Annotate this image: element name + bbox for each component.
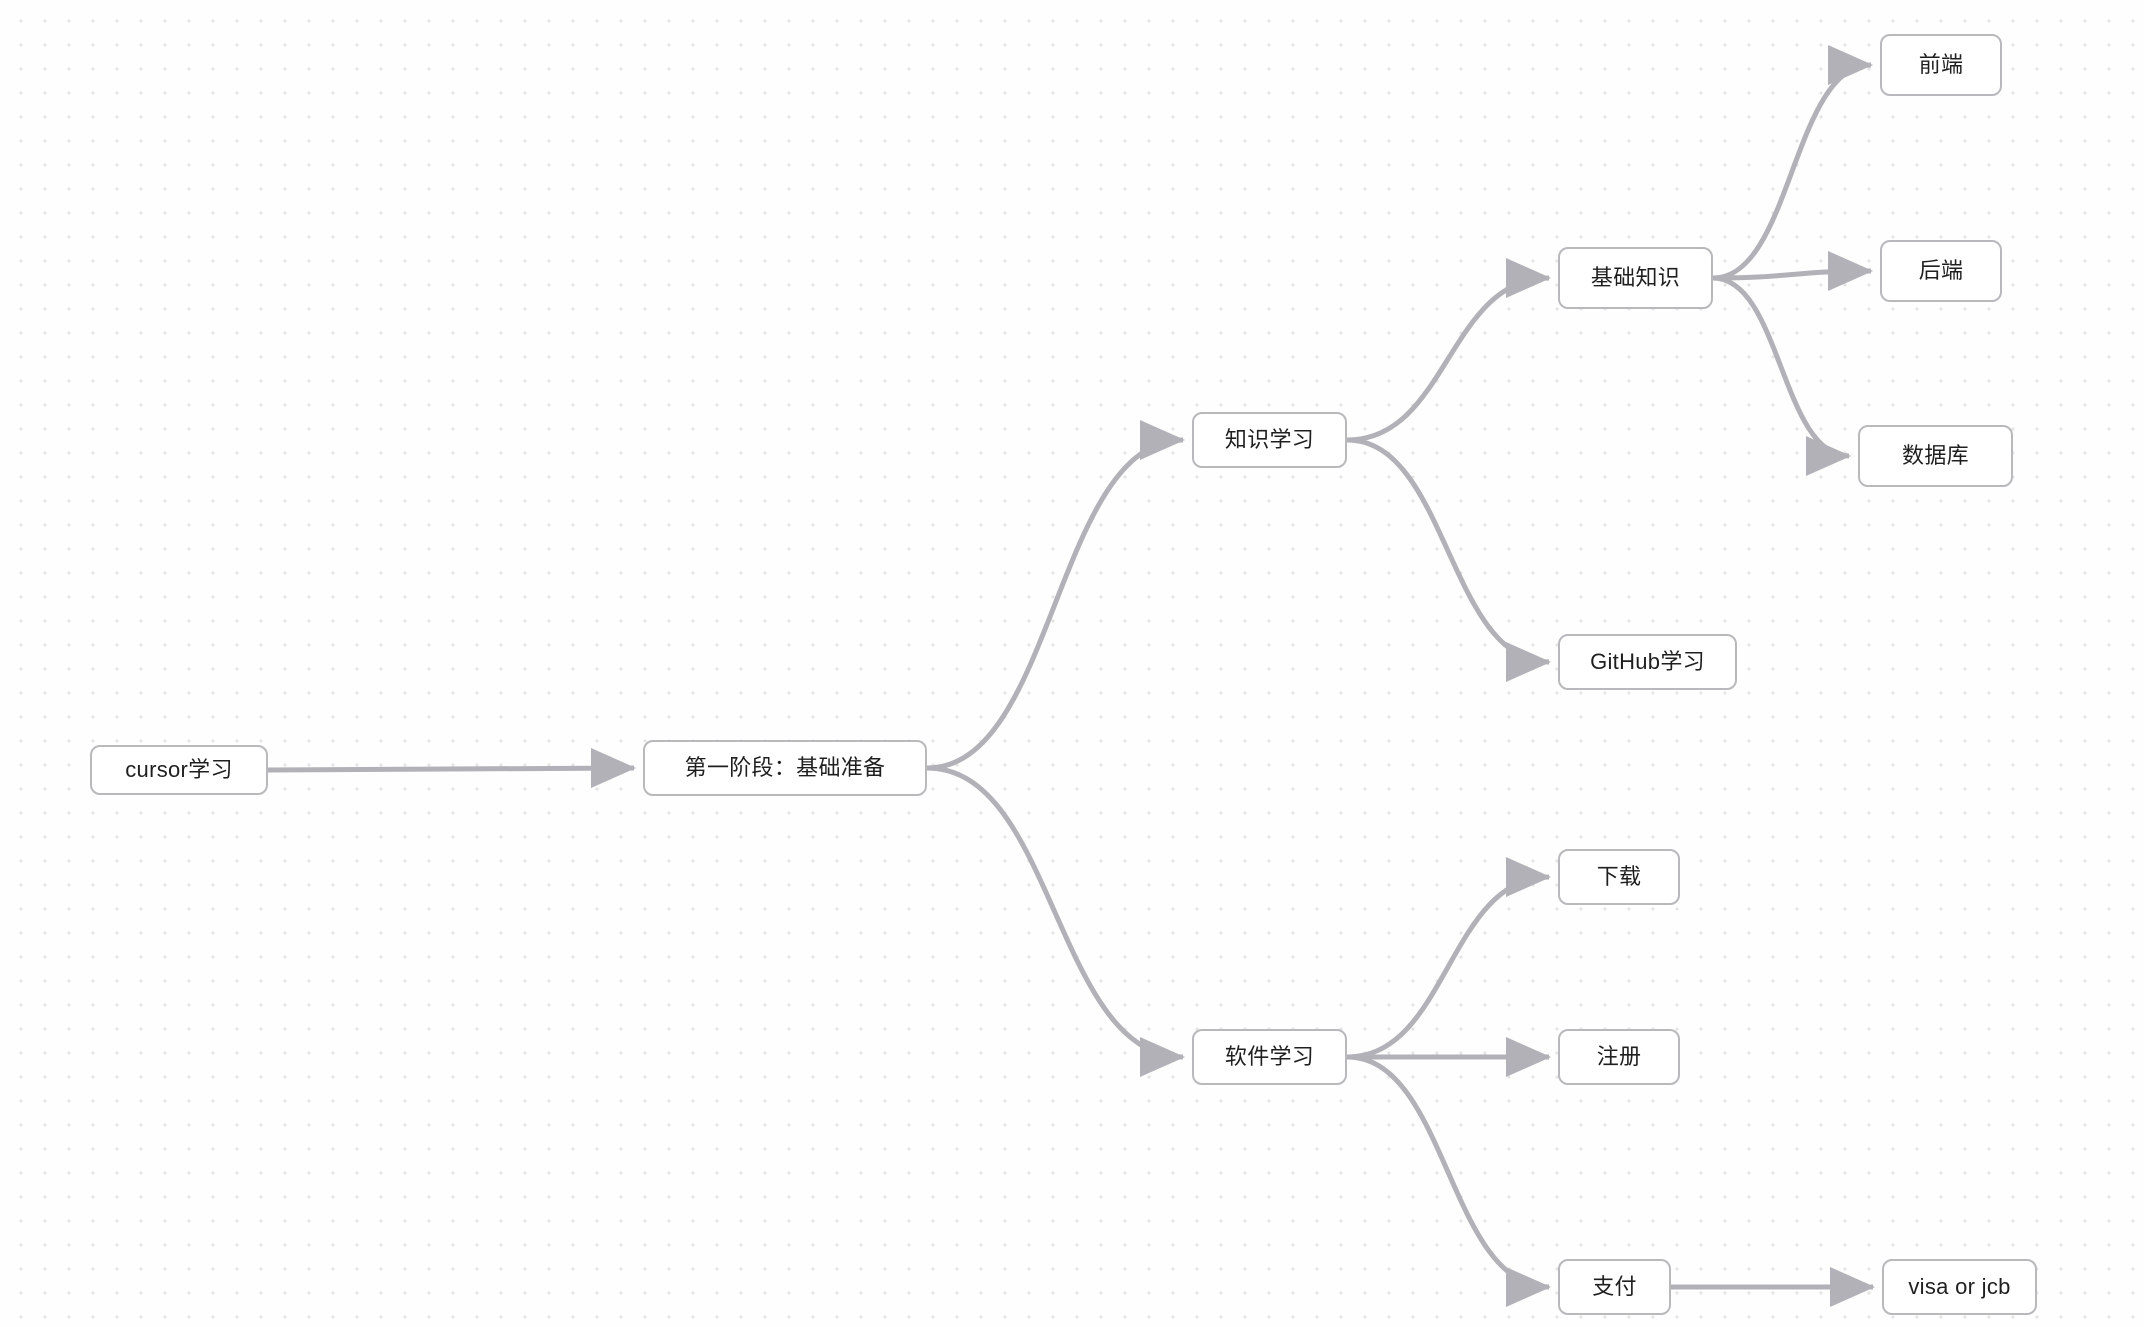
flow-node-label: 支付 xyxy=(1592,1273,1637,1299)
flow-node-n12[interactable]: 支付 xyxy=(1558,1259,1671,1315)
flow-edge-n3-to-n4 xyxy=(1346,258,1551,443)
flow-node-n2[interactable]: 第一阶段：基础准备 xyxy=(643,740,927,796)
flow-edge-n9-to-n10 xyxy=(1346,857,1551,1060)
flow-node-n7[interactable]: 数据库 xyxy=(1858,425,2013,487)
flow-node-label: cursor学习 xyxy=(125,756,233,782)
flow-edge-n9-to-n12 xyxy=(1346,1054,1551,1307)
flow-node-label: 数据库 xyxy=(1902,442,1969,468)
flow-node-n1[interactable]: cursor学习 xyxy=(90,745,268,795)
flow-node-label: 注册 xyxy=(1596,1043,1642,1069)
flow-node-label: 第一阶段：基础准备 xyxy=(684,754,886,780)
flow-node-n5[interactable]: 前端 xyxy=(1880,34,2002,96)
flow-edge-n2-to-n9 xyxy=(926,765,1185,1077)
flow-node-n13[interactable]: visa or jcb xyxy=(1882,1259,2037,1315)
flow-edge-n4-to-n6 xyxy=(1712,251,1873,292)
flow-node-label: 下载 xyxy=(1596,863,1642,889)
flow-edge-n4-to-n7 xyxy=(1712,275,1851,476)
flow-edge-n4-to-n5 xyxy=(1712,45,1873,281)
flow-node-n10[interactable]: 下载 xyxy=(1558,849,1680,905)
flow-node-label: GitHub学习 xyxy=(1590,648,1705,674)
flow-node-n4[interactable]: 基础知识 xyxy=(1558,247,1713,309)
flow-edge-n1-to-n2 xyxy=(267,748,636,789)
flow-edge-n3-to-n8 xyxy=(1346,437,1551,682)
flow-node-n9[interactable]: 软件学习 xyxy=(1192,1029,1347,1085)
flow-node-n6[interactable]: 后端 xyxy=(1880,240,2002,302)
flow-node-label: 基础知识 xyxy=(1590,264,1681,290)
flow-node-n8[interactable]: GitHub学习 xyxy=(1558,634,1737,690)
flow-node-n11[interactable]: 注册 xyxy=(1558,1029,1680,1085)
flow-node-label: 软件学习 xyxy=(1224,1043,1315,1069)
flow-node-label: 后端 xyxy=(1918,257,1964,283)
flow-edge-n2-to-n3 xyxy=(926,420,1185,771)
flow-node-label: 前端 xyxy=(1918,51,1964,77)
flow-node-n3[interactable]: 知识学习 xyxy=(1192,412,1347,468)
flow-node-label: visa or jcb xyxy=(1908,1273,2011,1299)
flow-node-label: 知识学习 xyxy=(1224,426,1315,452)
